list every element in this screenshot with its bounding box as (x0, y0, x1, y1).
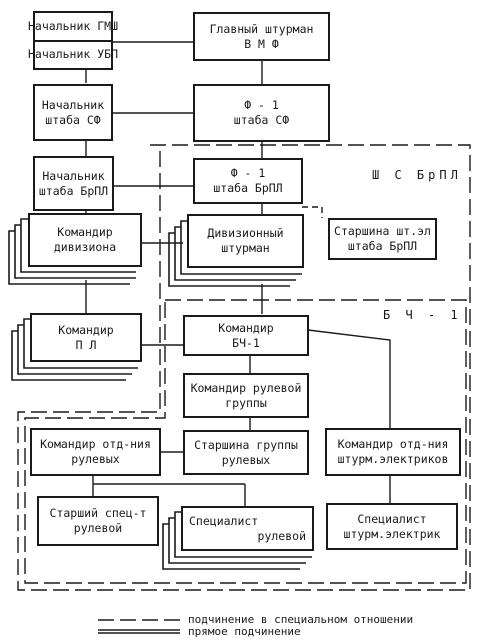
region-label-bch1: Б Ч - 1 (383, 308, 462, 322)
node-nachalnik-ubp: Начальник УБП (28, 39, 118, 69)
legend-dashed-label: подчинение в специальном отношении (188, 613, 414, 626)
stack-div-shturman (168, 220, 302, 287)
link-bch1-otdshturm (307, 329, 391, 428)
node-specialist-shturm-elektrik: Специалист штурм.электрик (326, 503, 458, 550)
region-label-sc-brpl: Ш С БрПЛ (372, 168, 462, 182)
node-nachalnik-shtaba-sf: Начальник штаба СФ (33, 84, 113, 141)
node-f1-shtaba-sf: Ф - 1 штаба СФ (193, 84, 330, 142)
region-sc-brpl-border (17, 144, 471, 591)
node-komandir-otdeleniya-shturm: Командир отд-ния штурм.электриков (325, 428, 461, 476)
node-nachalnik-gmsh: Начальник ГМШ (28, 18, 119, 33)
node-f1-shtaba-brpl: Ф - 1 штаба БрПЛ (193, 158, 303, 204)
node-specialist-rulevoy: Специалист рулевой (181, 506, 314, 551)
node-glavny-shturman: Главный штурман В М Ф (193, 12, 330, 61)
stack-kom-pl (11, 318, 138, 381)
node-komandir-diviziona: Командир дивизиона (28, 213, 142, 267)
stack-kom-divizion (8, 218, 136, 285)
node-starshina-shtel: Старшина шт.эл штаба БрПЛ (328, 218, 437, 260)
node-komandir-bch1: Командир БЧ-1 (183, 315, 309, 356)
node-komandir-rulevoy-gruppy: Командир рулевой группы (183, 373, 309, 418)
node-starshina-gruppy-rulevyh: Старшина группы рулевых (183, 430, 309, 475)
node-komandir-otdeleniya-rulevyh: Командир отд-ния рулевых (30, 428, 161, 476)
node-komandir-pl: Командир П Л (30, 313, 142, 362)
node-divizionny-shturman: Дивизионный штурман (187, 214, 304, 268)
node-nachalnik-shtaba-brpl: Начальник штаба БрПЛ (33, 156, 114, 211)
node-starshy-specialist-rulevoy: Старший спец-т рулевой (37, 496, 159, 546)
region-bch1-border (24, 299, 467, 584)
legend-solid-label: прямое подчинение (188, 625, 301, 638)
node-nachalnik-gmsh-ubp: Начальник ГМШ Начальник УБП (28, 11, 119, 70)
stack-spec-rul (162, 511, 312, 570)
